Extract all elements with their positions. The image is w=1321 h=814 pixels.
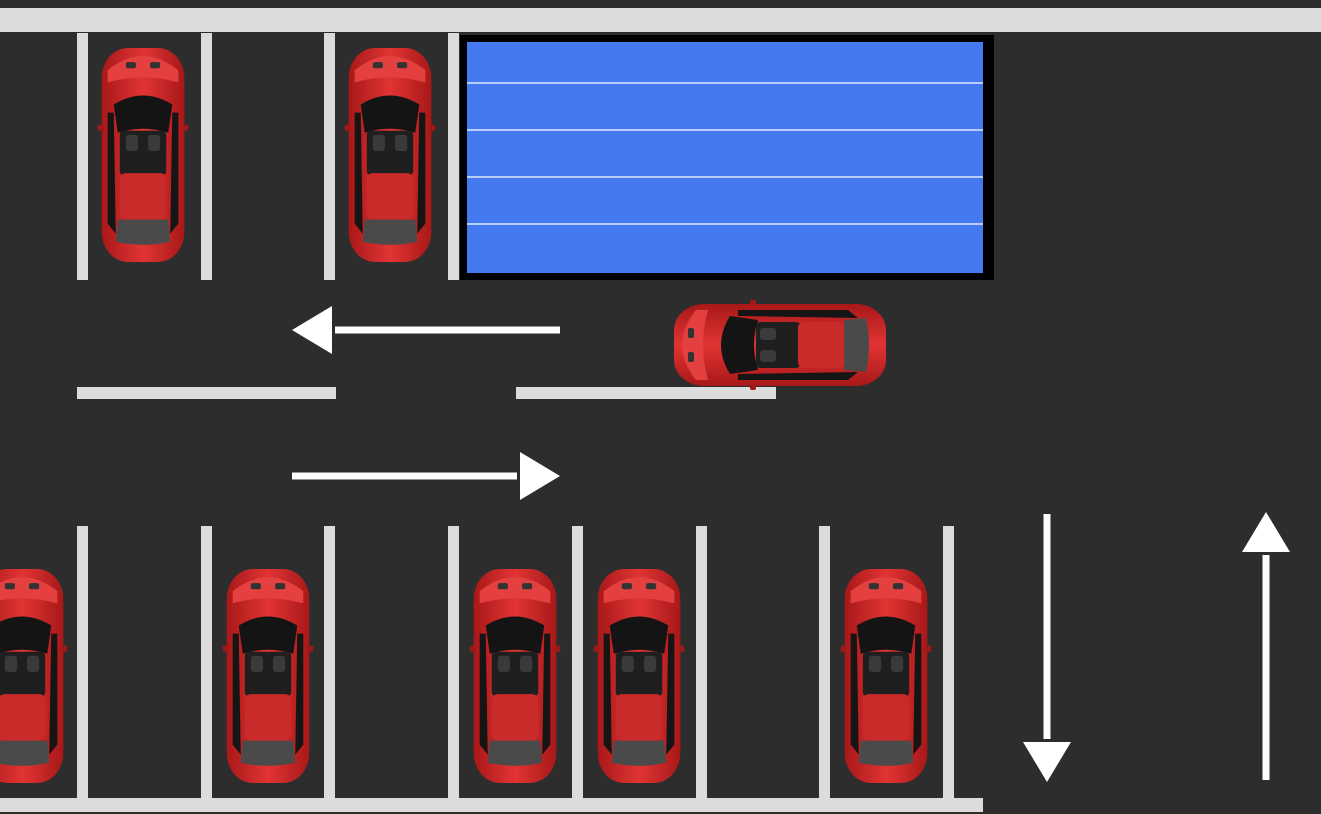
arrow-down-icon <box>1047 514 1048 515</box>
target-stripe <box>467 176 983 178</box>
top-stall-divider <box>324 33 335 280</box>
bottom-stall-divider <box>943 526 954 800</box>
top-curb-line <box>0 8 1321 32</box>
lane-separator-left <box>77 387 336 399</box>
arrow-up-icon <box>1266 780 1267 781</box>
parked-car <box>593 569 685 783</box>
parked-car <box>344 48 436 262</box>
target-parking-space-fill <box>467 42 983 273</box>
top-stall-divider <box>77 33 88 280</box>
bottom-stall-divider <box>324 526 335 800</box>
target-parking-space <box>460 35 994 280</box>
lane-separator-right <box>516 387 776 399</box>
bottom-stall-divider <box>572 526 583 800</box>
parked-car <box>0 569 68 783</box>
arrow-right-icon <box>292 476 293 477</box>
target-stripe <box>467 129 983 131</box>
arrow-left-icon <box>560 330 561 331</box>
bottom-stall-divider <box>201 526 212 800</box>
target-stripe <box>467 223 983 225</box>
top-stall-divider <box>201 33 212 280</box>
bottom-stall-divider <box>819 526 830 800</box>
parked-car <box>840 569 932 783</box>
bottom-stall-divider <box>448 526 459 800</box>
player-car[interactable] <box>666 291 892 395</box>
parked-car <box>222 569 314 783</box>
target-stripe <box>467 82 983 84</box>
bottom-stall-divider <box>77 526 88 800</box>
parked-car <box>469 569 561 783</box>
top-edge <box>0 0 1321 8</box>
bottom-curb-line <box>0 798 983 812</box>
bottom-stall-divider <box>696 526 707 800</box>
top-stall-divider <box>448 33 459 280</box>
parked-car <box>97 48 189 262</box>
